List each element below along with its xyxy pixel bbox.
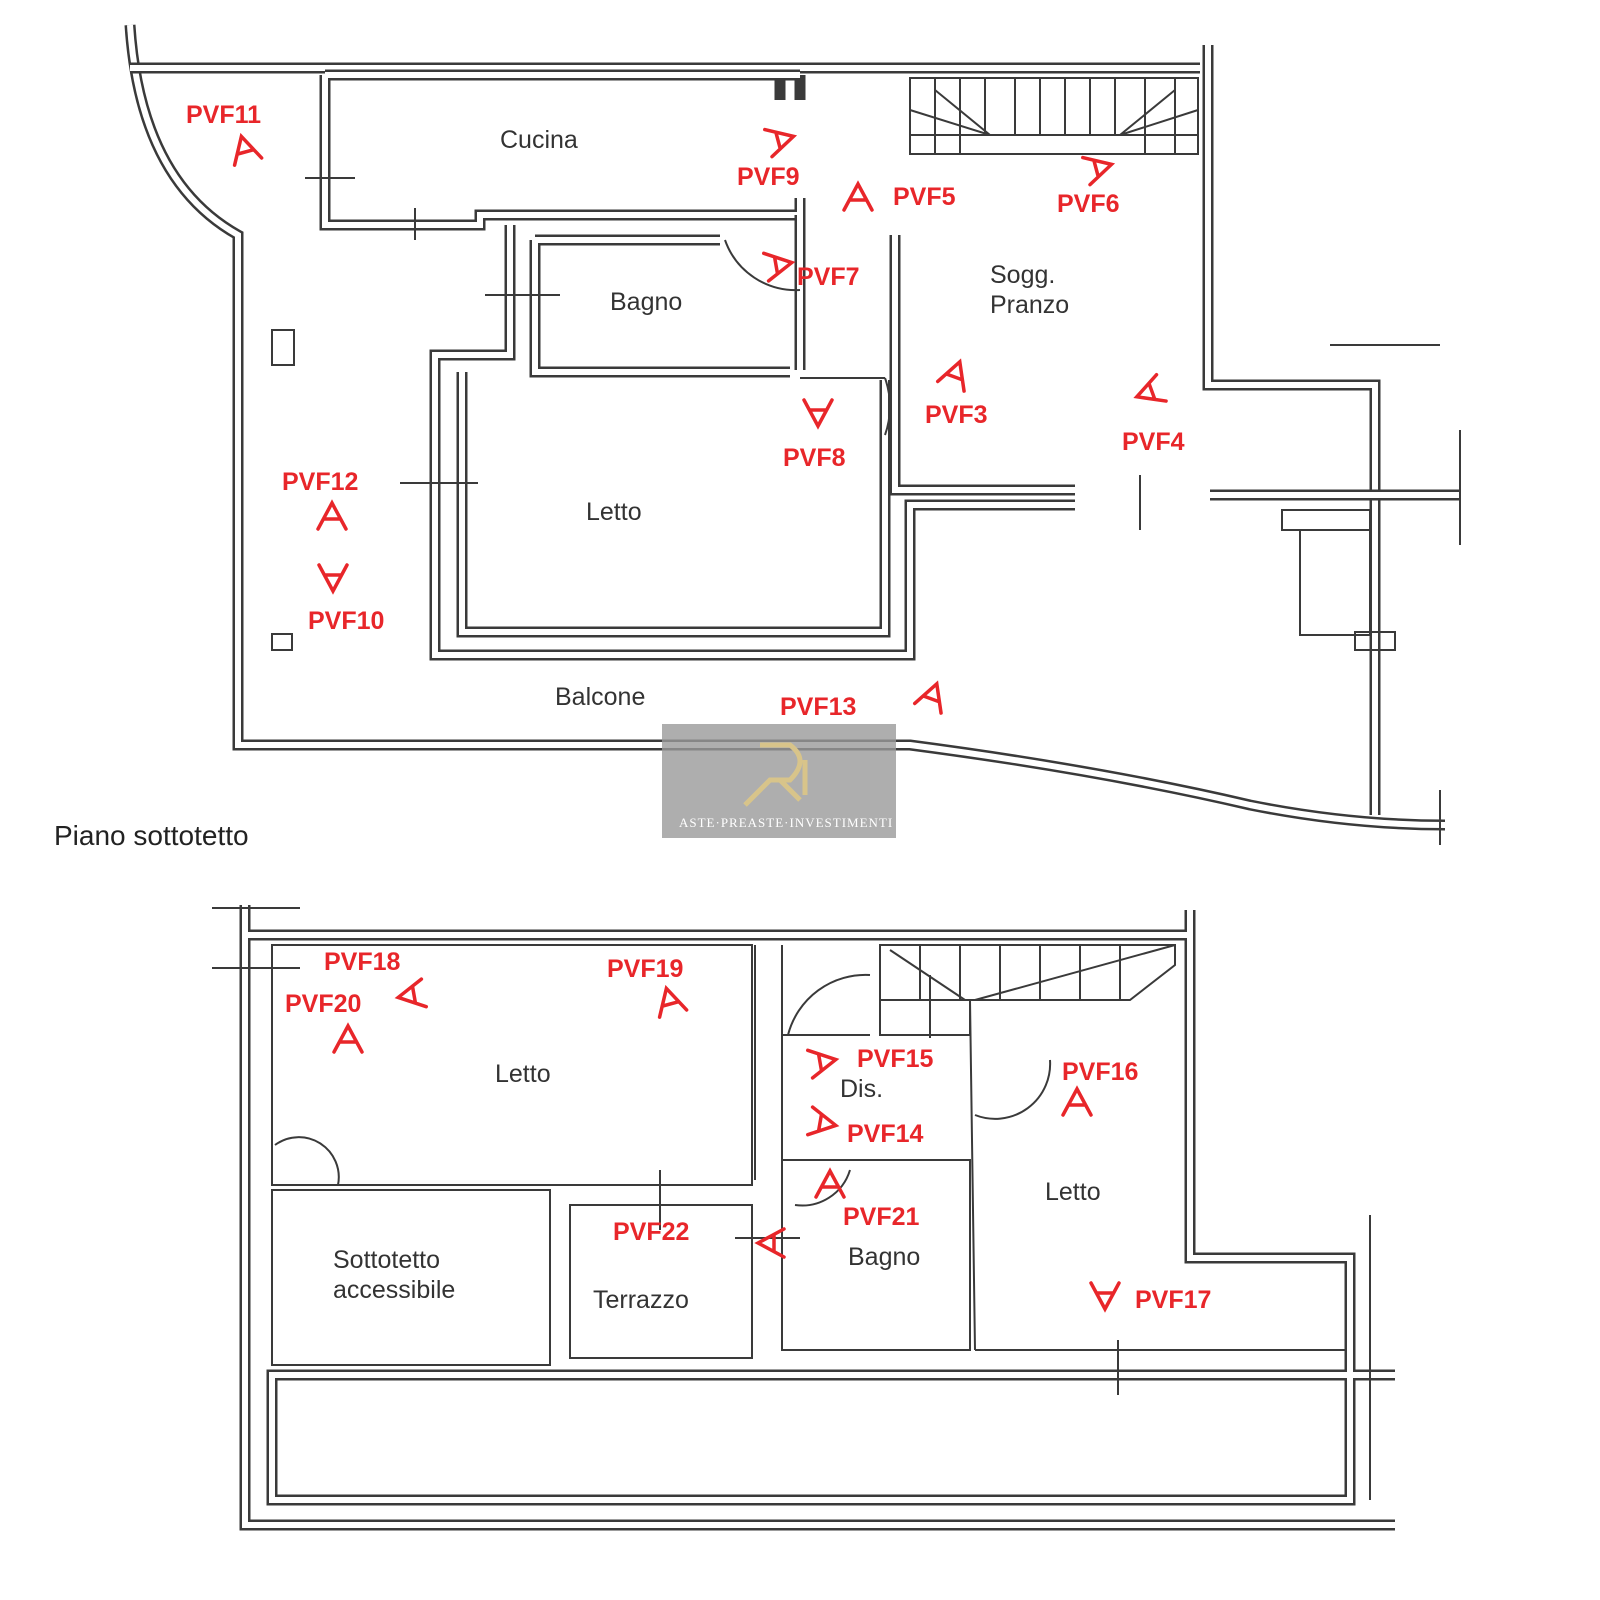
watermark-text: ASTE·PREASTE·INVESTIMENTI (679, 815, 893, 830)
floor-title: Piano sottotetto (54, 820, 249, 851)
marker-label: PVF15 (857, 1045, 934, 1073)
camera-viewpoint-icon (814, 1169, 846, 1199)
camera-viewpoint-icon (651, 983, 689, 1019)
marker-label: PVF13 (780, 693, 856, 721)
marker-label: PVF8 (783, 444, 846, 472)
camera-viewpoint-icon (1089, 1281, 1121, 1311)
room-letto-2: Letto (1045, 1178, 1101, 1206)
camera-viewpoint-icon (802, 398, 834, 428)
camera-viewpoint-icon (1061, 1087, 1093, 1117)
camera-viewpoint-icon (842, 182, 874, 212)
marker-label: PVF18 (324, 948, 401, 976)
camera-viewpoint-icon (763, 121, 799, 159)
room-sottotetto-accessibile: accessibile (333, 1276, 455, 1304)
marker-label: PVF11 (186, 101, 261, 129)
room-pranzo: Pranzo (990, 291, 1069, 319)
camera-viewpoint-icon (332, 1024, 364, 1054)
marker-label: PVF12 (282, 468, 358, 496)
attic-floor-labels: Letto Dis. Letto Sottotetto accessibile … (285, 948, 1211, 1314)
marker-label: PVF7 (797, 263, 860, 291)
room-soggiorno: Sogg. (990, 261, 1055, 289)
camera-viewpoint-icon (317, 563, 349, 593)
camera-viewpoint-icon (935, 355, 975, 393)
marker-label: PVF6 (1057, 190, 1120, 218)
room-sottotetto: Sottotetto (333, 1246, 440, 1274)
room-terrazzo: Terrazzo (593, 1286, 689, 1314)
room-bagno: Bagno (848, 1243, 920, 1271)
marker-label: PVF4 (1122, 428, 1185, 456)
room-letto: Letto (495, 1060, 551, 1088)
marker-label: PVF22 (613, 1218, 689, 1246)
camera-viewpoint-icon (1081, 149, 1117, 187)
upper-floor-labels: Cucina Bagno Sogg. Pranzo Letto Balcone … (186, 101, 1185, 721)
room-cucina: Cucina (500, 126, 578, 154)
marker-label: PVF19 (607, 955, 683, 983)
room-disimpegno: Dis. (840, 1075, 883, 1103)
marker-label: PVF14 (847, 1120, 924, 1148)
marker-label: PVF21 (843, 1203, 920, 1231)
marker-label: PVF17 (1135, 1286, 1211, 1314)
attic-floor-walls (212, 905, 1395, 1531)
marker-label: PVF10 (308, 607, 384, 635)
room-letto: Letto (586, 498, 642, 526)
camera-viewpoint-icon (806, 1044, 840, 1080)
marker-label: PVF16 (1062, 1058, 1138, 1086)
camera-viewpoint-icon (394, 977, 428, 1013)
marker-label: PVF9 (737, 163, 800, 191)
marker-label: PVF5 (893, 183, 956, 211)
upper-floor-walls (124, 24, 1461, 845)
marker-label: PVF20 (285, 990, 361, 1018)
marker-label: PVF3 (925, 401, 988, 429)
room-bagno: Bagno (610, 288, 682, 316)
camera-viewpoint-icon (316, 501, 348, 531)
camera-viewpoint-icon (756, 1227, 786, 1259)
watermark: ASTE·PREASTE·INVESTIMENTI (662, 724, 896, 838)
camera-viewpoint-icon (1130, 372, 1168, 412)
room-balcone: Balcone (555, 683, 645, 711)
camera-viewpoint-icon (912, 677, 952, 715)
camera-viewpoint-icon (762, 247, 796, 283)
camera-viewpoint-icon (806, 1105, 840, 1141)
camera-viewpoint-icon (226, 131, 264, 167)
